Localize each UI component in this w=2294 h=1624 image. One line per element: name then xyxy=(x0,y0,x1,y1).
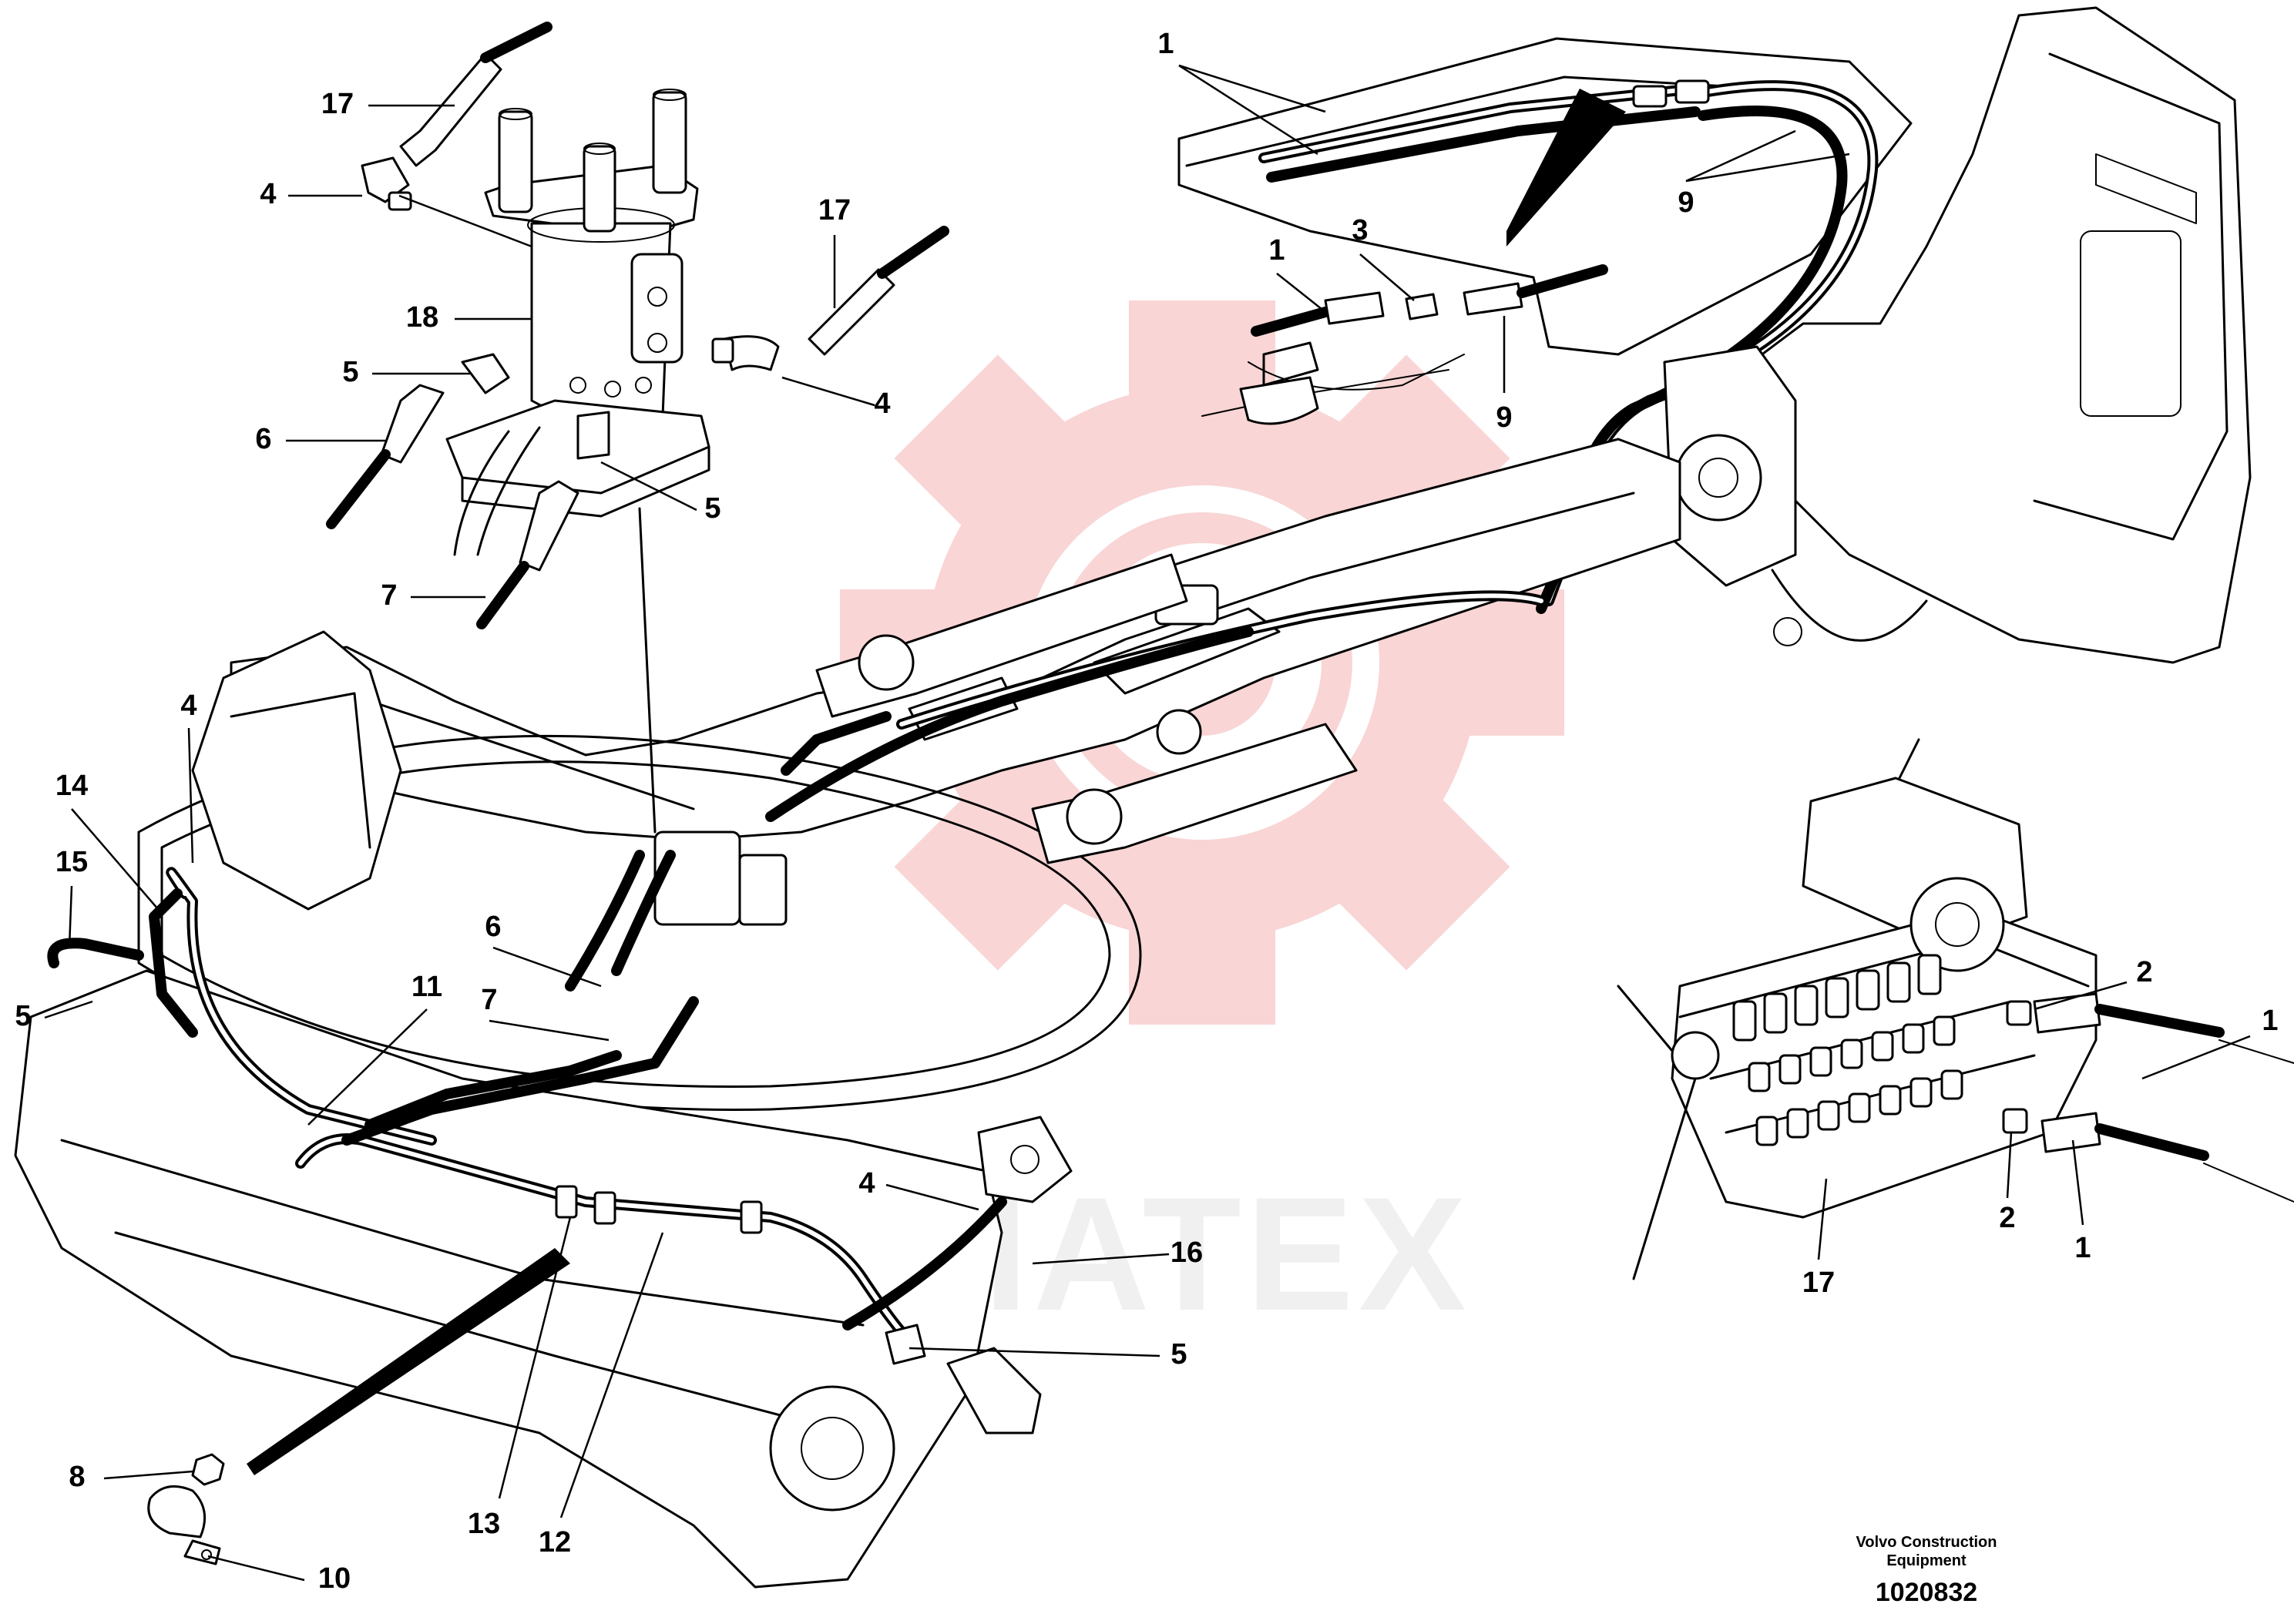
callout-c-5-left: 5 xyxy=(15,1000,31,1032)
callout-c-9-right: 9 xyxy=(1678,186,1694,219)
credit-company-line1: Volvo Construction xyxy=(1856,1534,1997,1551)
hose-runs xyxy=(47,590,1547,1475)
callout-c-17-valve: 17 xyxy=(1802,1267,1835,1299)
p-clamp-part xyxy=(147,1485,221,1565)
callout-c-1-top: 1 xyxy=(1157,28,1174,60)
callout-c-13: 13 xyxy=(468,1508,500,1540)
callout-c-4-left: 4 xyxy=(180,690,196,722)
callout-c-5-low: 5 xyxy=(1171,1338,1187,1371)
callout-c-17-mid: 17 xyxy=(818,194,851,226)
callout-c-4-top: 4 xyxy=(260,178,276,210)
callout-c-16: 16 xyxy=(1171,1236,1203,1269)
callout-c-15: 15 xyxy=(55,846,88,878)
callout-c-7-mid: 7 xyxy=(481,984,497,1016)
callout-c-2-upper: 2 xyxy=(2136,956,2152,988)
swivel-joint-detail xyxy=(326,22,949,629)
callout-c-14: 14 xyxy=(55,770,88,802)
exploded-fittings xyxy=(1201,89,1626,425)
callout-c-4-low: 4 xyxy=(858,1167,875,1200)
callout-c-12: 12 xyxy=(539,1526,571,1559)
valve-spools xyxy=(1732,954,1963,1146)
callout-c-11: 11 xyxy=(411,971,442,1003)
callout-c-17-top: 17 xyxy=(321,88,354,120)
credit-block: Volvo Construction Equipment 1020832 xyxy=(1856,1534,1997,1607)
callout-c-9-mid: 9 xyxy=(1496,401,1512,434)
callout-c-1-right: 1 xyxy=(2262,1005,2278,1037)
callout-c-10: 10 xyxy=(318,1562,351,1595)
callout-c-5-top: 5 xyxy=(342,356,358,388)
callout-c-2-lower: 2 xyxy=(1999,1202,2015,1234)
leader-lines xyxy=(44,64,2251,1582)
control-valve-block xyxy=(1617,738,2294,1280)
callout-c-1-mid: 1 xyxy=(1268,234,1285,267)
callout-c-7-top: 7 xyxy=(381,579,397,612)
callout-c-18: 18 xyxy=(406,301,438,334)
loose-parts xyxy=(147,1453,225,1565)
nut-part xyxy=(191,1453,225,1486)
callout-c-6-top: 6 xyxy=(255,423,271,455)
callout-c-3: 3 xyxy=(1352,214,1368,247)
document-number: 1020832 xyxy=(1876,1578,1977,1607)
callout-c-8: 8 xyxy=(69,1461,85,1493)
callout-c-1-lower: 1 xyxy=(2074,1232,2091,1264)
callout-labels: 1741856717451139941415567114165810131221… xyxy=(15,28,2278,1595)
callout-c-5-mid: 5 xyxy=(704,492,720,525)
callout-c-6-mid: 6 xyxy=(485,911,501,943)
credit-company-line2: Equipment xyxy=(1886,1552,1967,1569)
callout-c-4-mid: 4 xyxy=(874,388,890,420)
